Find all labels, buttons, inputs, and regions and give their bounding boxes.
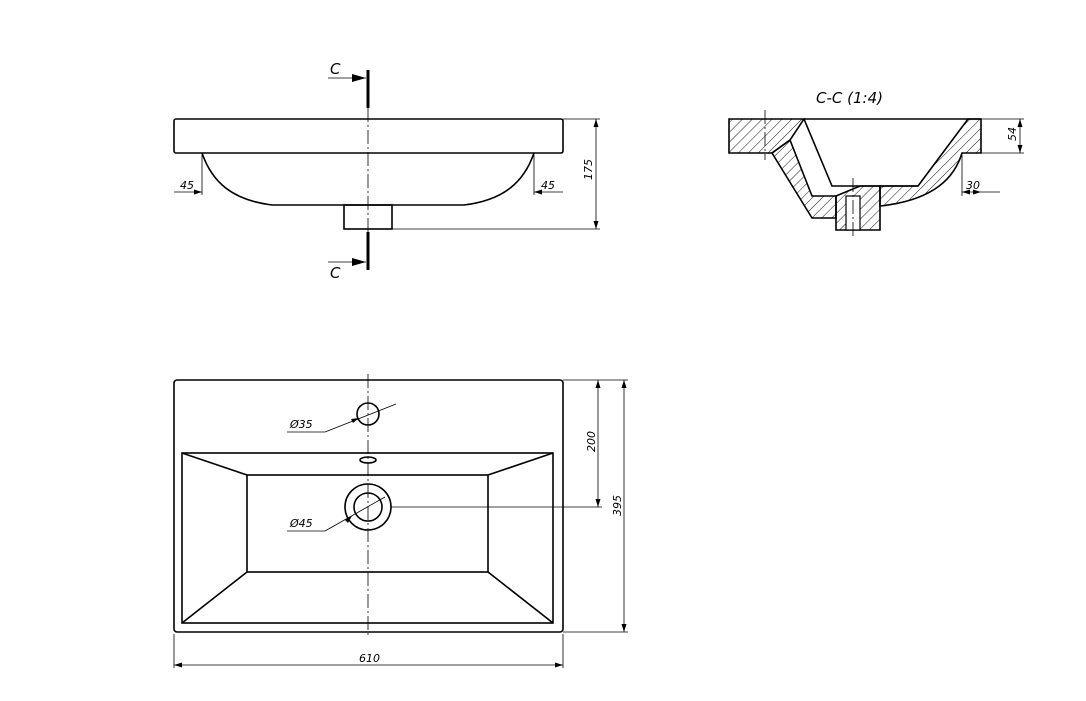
plan-bowl-outer [181,452,554,624]
section-arrow-bottom-head [352,258,366,266]
tap-hole-label: Ø35 [289,418,313,431]
section-right-wall [879,118,982,207]
dim-width-label: 610 [359,652,380,665]
dim-drain-label: 200 [585,431,598,452]
dim-section-depth-arrow-bottom [1017,145,1023,153]
tap-hole-arrow [351,418,359,423]
front-view: C C 45 45 175 [173,60,600,282]
section-left-wall [770,138,837,219]
dim-height-label: 175 [582,159,595,180]
dim-left-label: 45 [180,179,194,192]
dim-depth-label: 395 [611,495,624,516]
section-title: C-C (1:4) [816,89,883,107]
plan-chamfer-bl [181,571,248,624]
dim-section-depth-arrow-top [1017,119,1023,127]
dim-rim-arrow-right [973,189,981,195]
plan-chamfer-br [487,571,554,624]
tap-hole-leader [324,403,397,433]
front-slab [173,118,564,154]
dim-depth-arrow-bottom [621,624,627,632]
drain-label: Ø45 [289,517,313,530]
section-inner-wall [803,118,918,187]
dim-height-arrow-bottom [593,221,599,229]
dim-section-depth-label: 54 [1006,127,1019,141]
dim-right-arrow [534,189,542,195]
section-arrow-top-head [352,74,366,82]
section-marker-bottom: C [330,264,341,282]
drain-arrow [345,516,352,523]
dim-rim-label: 30 [966,179,980,192]
dim-rim-arrow-left [962,189,970,195]
dim-drain-arrow-bottom [595,499,601,507]
dim-depth-arrow-top [621,380,627,388]
dim-width-arrow-right [555,662,563,668]
section-view: C-C (1:4) 54 30 [728,89,1024,236]
section-marker-top: C [330,60,341,78]
dim-height-arrow-top [593,119,599,127]
dim-right-label: 45 [541,179,555,192]
dim-width-arrow-left [174,662,182,668]
plan-chamfer-tl [181,452,248,476]
dim-left-arrow [194,189,202,195]
plan-chamfer-tr [487,452,554,476]
plan-bowl-inner [246,474,489,573]
plan-view: Ø35 Ø45 200 395 610 [173,374,628,668]
dim-drain-arrow-top [595,380,601,388]
plan-slab [173,379,564,633]
drain-leader [324,496,386,532]
